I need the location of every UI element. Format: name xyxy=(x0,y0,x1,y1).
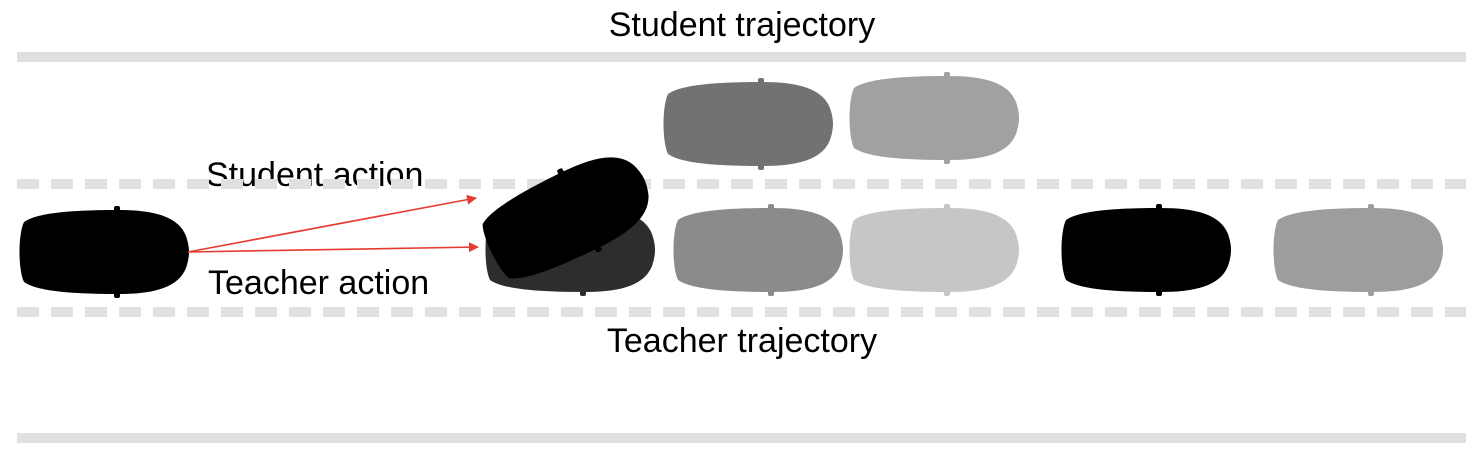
ego-car-icon xyxy=(19,206,189,298)
student-car-2-icon xyxy=(663,78,833,170)
road-markings xyxy=(17,52,1466,443)
teacher-trajectory-title: Teacher trajectory xyxy=(606,322,878,360)
student-trajectory-title: Student trajectory xyxy=(608,6,876,44)
teacher-car-1-icon xyxy=(485,204,655,296)
student-car-3-tint xyxy=(849,72,1019,164)
student-action-arrow-icon xyxy=(187,194,477,253)
teacher-car-4-icon xyxy=(1061,204,1231,296)
teacher-car-2-icon xyxy=(673,204,843,296)
teacher-car-5-icon xyxy=(1273,204,1443,296)
teacher-action-arrow-icon xyxy=(187,242,479,253)
teacher-action-label: Teacher action xyxy=(208,264,430,302)
teacher-car-3-icon xyxy=(849,204,1019,296)
